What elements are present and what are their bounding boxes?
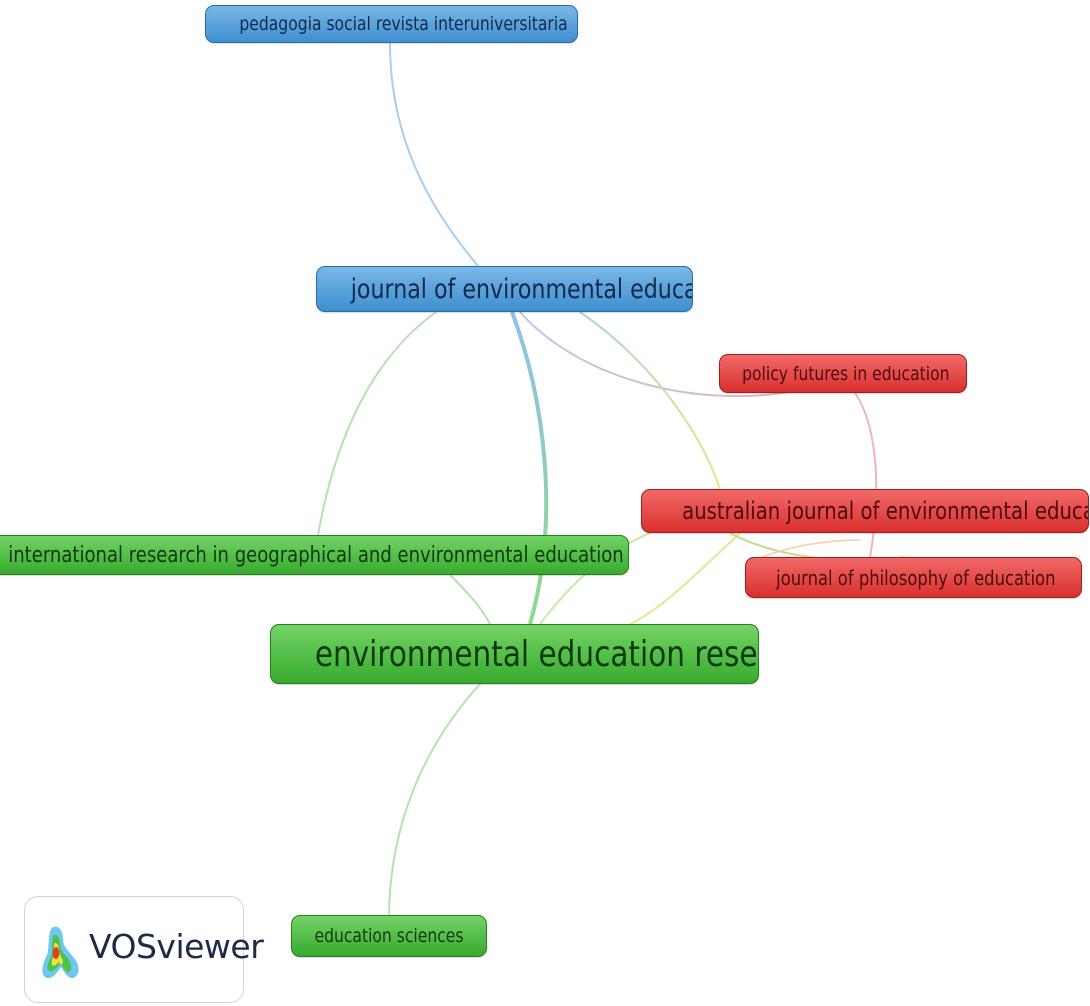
- node-environmental-education-research[interactable]: environmental education research: [270, 624, 759, 684]
- node-label: pedagogia social revista interuniversita…: [239, 13, 568, 35]
- node-label: journal of philosophy of education: [776, 565, 1056, 590]
- node-international-research-geographical-environmental-education[interactable]: international research in geographical a…: [0, 535, 629, 575]
- node-journal-of-environmental-education[interactable]: journal of environmental education: [316, 266, 693, 312]
- link-ajee-eer: [629, 532, 741, 625]
- link-policy-philosophy: [854, 392, 878, 558]
- node-label: environmental education research: [314, 633, 758, 675]
- node-label: international research in geographical a…: [8, 542, 624, 568]
- node-journal-of-philosophy-of-education[interactable]: journal of philosophy of education: [745, 557, 1082, 598]
- vosviewer-logo-icon: [42, 926, 79, 979]
- node-label: education sciences: [314, 925, 464, 947]
- node-label: australian journal of environmental educ…: [682, 497, 1089, 525]
- node-policy-futures-in-education[interactable]: policy futures in education: [719, 354, 967, 393]
- link-jee-ajee: [579, 311, 721, 490]
- link-jee-policy: [519, 311, 801, 398]
- node-label: policy futures in education: [742, 362, 950, 385]
- link-pedagogia-jee: [389, 42, 479, 267]
- node-education-sciences[interactable]: education sciences: [291, 915, 487, 957]
- link-eer-edsci: [388, 683, 481, 916]
- vosviewer-logo: VOSviewer: [24, 896, 264, 1003]
- node-pedagogia-social[interactable]: pedagogia social revista interuniversita…: [205, 5, 578, 43]
- link-jee-irgee: [317, 311, 437, 536]
- link-irgee-eer: [449, 574, 491, 625]
- link-jee-eer: [510, 311, 549, 625]
- vosviewer-logo-text: VOSviewer: [89, 927, 264, 966]
- link-eer-philosophy: [754, 539, 861, 561]
- node-label: journal of environmental education: [350, 273, 692, 305]
- node-australian-journal-of-environmental-education[interactable]: australian journal of environmental educ…: [641, 489, 1089, 533]
